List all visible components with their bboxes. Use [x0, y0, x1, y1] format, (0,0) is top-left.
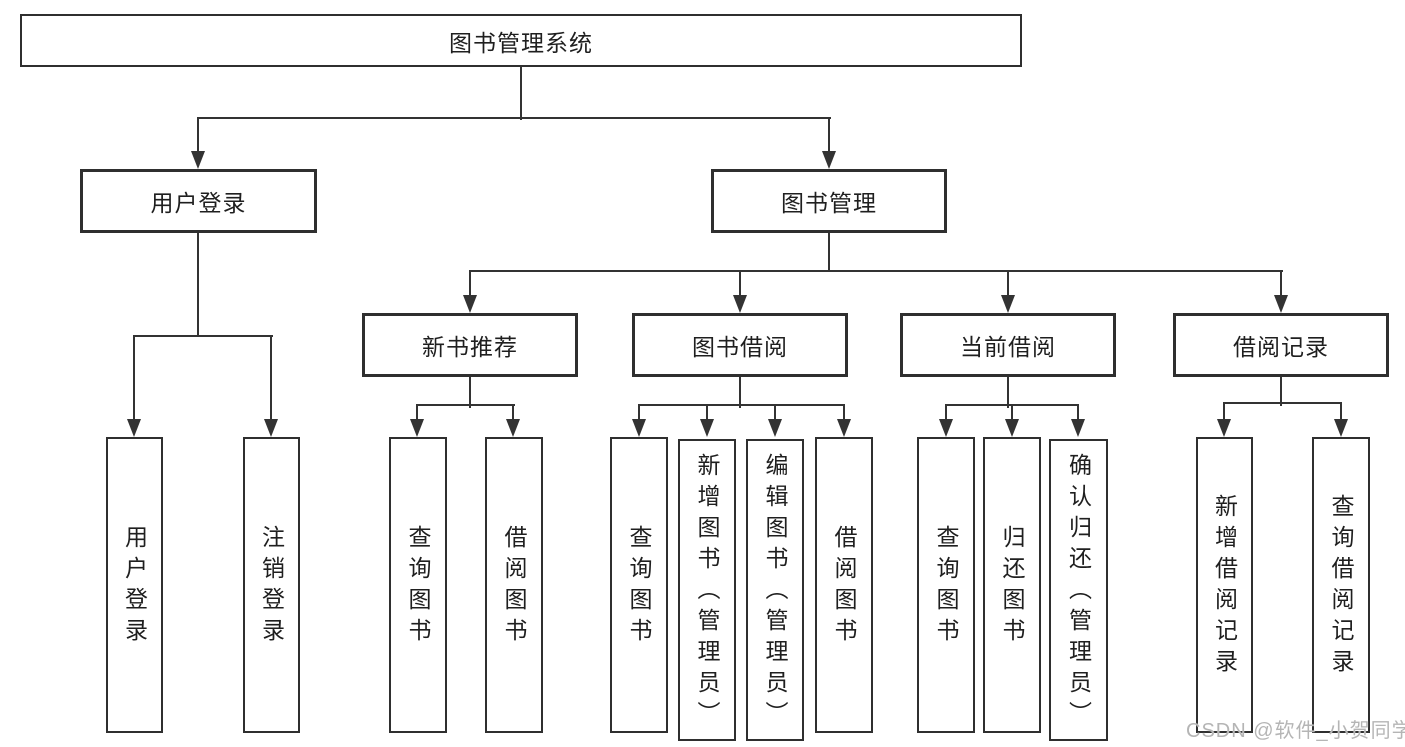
connector-line [828, 233, 830, 272]
connector-line [843, 404, 845, 421]
arrow-down-icon [837, 419, 851, 437]
arrow-down-icon [733, 295, 747, 313]
connector-line [706, 404, 708, 421]
connector-line [1280, 270, 1282, 296]
connector-line [828, 117, 830, 151]
node-new-book-recommendation: 新书推荐 [362, 313, 578, 377]
leaf-label: 借阅图书 [501, 525, 527, 649]
arrow-down-icon [264, 419, 278, 437]
leaf-label: 编辑图书（管理员） [762, 452, 788, 732]
connector-line [945, 404, 947, 421]
connector-line [739, 377, 741, 408]
connector-line [1223, 402, 1342, 404]
connector-line [197, 117, 831, 119]
node-label: 新书推荐 [422, 334, 518, 360]
arrow-down-icon [768, 419, 782, 437]
connector-line [1280, 377, 1282, 406]
node-borrowing-records: 借阅记录 [1173, 313, 1389, 377]
leaf-label: 查询借阅记录 [1328, 494, 1354, 680]
node-label: 图书管理系统 [449, 29, 593, 56]
leaf-label: 查询图书 [933, 525, 959, 649]
arrow-down-icon [632, 419, 646, 437]
leaf-cb-query-books: 查询图书 [917, 437, 975, 733]
leaf-label: 归还图书 [999, 525, 1025, 649]
arrow-down-icon [1334, 419, 1348, 437]
leaf-rec-borrow-books: 借阅图书 [485, 437, 543, 733]
connector-line [774, 404, 776, 421]
node-label: 当前借阅 [960, 334, 1056, 360]
leaf-cb-confirm-return-admin: 确认归还（管理员） [1049, 439, 1108, 741]
arrow-down-icon [1274, 295, 1288, 313]
arrow-down-icon [822, 151, 836, 169]
arrow-down-icon [1005, 419, 1019, 437]
node-book-management: 图书管理 [711, 169, 947, 233]
leaf-logout-login: 注销登录 [243, 437, 300, 733]
connector-line [739, 270, 741, 296]
connector-line [469, 377, 471, 408]
arrow-down-icon [700, 419, 714, 437]
arrow-down-icon [939, 419, 953, 437]
node-label: 借阅记录 [1233, 334, 1329, 360]
arrow-down-icon [410, 419, 424, 437]
node-label: 图书借阅 [692, 334, 788, 360]
leaf-label: 查询图书 [626, 525, 652, 649]
leaf-label: 借阅图书 [831, 525, 857, 649]
leaf-br-add-record: 新增借阅记录 [1196, 437, 1253, 733]
arrow-down-icon [1001, 295, 1015, 313]
connector-line [469, 270, 1283, 272]
connector-line [197, 117, 199, 151]
node-label: 用户登录 [150, 190, 247, 216]
connector-line [638, 404, 845, 406]
leaf-user-login: 用户登录 [106, 437, 163, 733]
connector-line [512, 404, 514, 421]
leaf-label: 新增借阅记录 [1211, 494, 1238, 680]
node-user-login: 用户登录 [80, 169, 317, 233]
leaf-label: 注销登录 [258, 525, 285, 649]
connector-line [416, 404, 515, 406]
watermark-csdn: CSDN @软件_小贺同学 [1186, 720, 1405, 742]
connector-line [1007, 270, 1009, 296]
arrow-down-icon [127, 419, 141, 437]
connector-line [1223, 402, 1225, 421]
node-current-borrowing: 当前借阅 [900, 313, 1116, 377]
arrow-down-icon [1217, 419, 1231, 437]
leaf-label: 确认归还（管理员） [1065, 452, 1092, 732]
leaf-br-query-record: 查询借阅记录 [1312, 437, 1370, 733]
connector-line [270, 335, 272, 421]
connector-line [1011, 404, 1013, 421]
leaf-cb-return-books: 归还图书 [983, 437, 1041, 733]
connector-line [1077, 404, 1079, 421]
leaf-label: 查询图书 [405, 525, 431, 649]
arrow-down-icon [463, 295, 477, 313]
connector-line [1340, 402, 1342, 421]
node-label: 图书管理 [781, 190, 877, 216]
arrow-down-icon [506, 419, 520, 437]
connector-line [638, 404, 640, 421]
connector-line [416, 404, 418, 421]
connector-line [197, 233, 199, 337]
connector-line [1007, 377, 1009, 408]
leaf-bb-add-book-admin: 新增图书（管理员） [678, 439, 736, 741]
node-library-system: 图书管理系统 [20, 14, 1022, 67]
leaf-label: 新增图书（管理员） [694, 452, 720, 732]
connector-line [520, 67, 522, 120]
leaf-rec-query-books: 查询图书 [389, 437, 447, 733]
connector-line [133, 335, 273, 337]
leaf-label: 用户登录 [121, 525, 148, 649]
leaf-bb-query-books: 查询图书 [610, 437, 668, 733]
leaf-bb-borrow-books: 借阅图书 [815, 437, 873, 733]
connector-line [469, 270, 471, 296]
leaf-bb-edit-book-admin: 编辑图书（管理员） [746, 439, 804, 741]
connector-line [133, 335, 135, 421]
arrow-down-icon [1071, 419, 1085, 437]
arrow-down-icon [191, 151, 205, 169]
node-book-borrowing: 图书借阅 [632, 313, 848, 377]
